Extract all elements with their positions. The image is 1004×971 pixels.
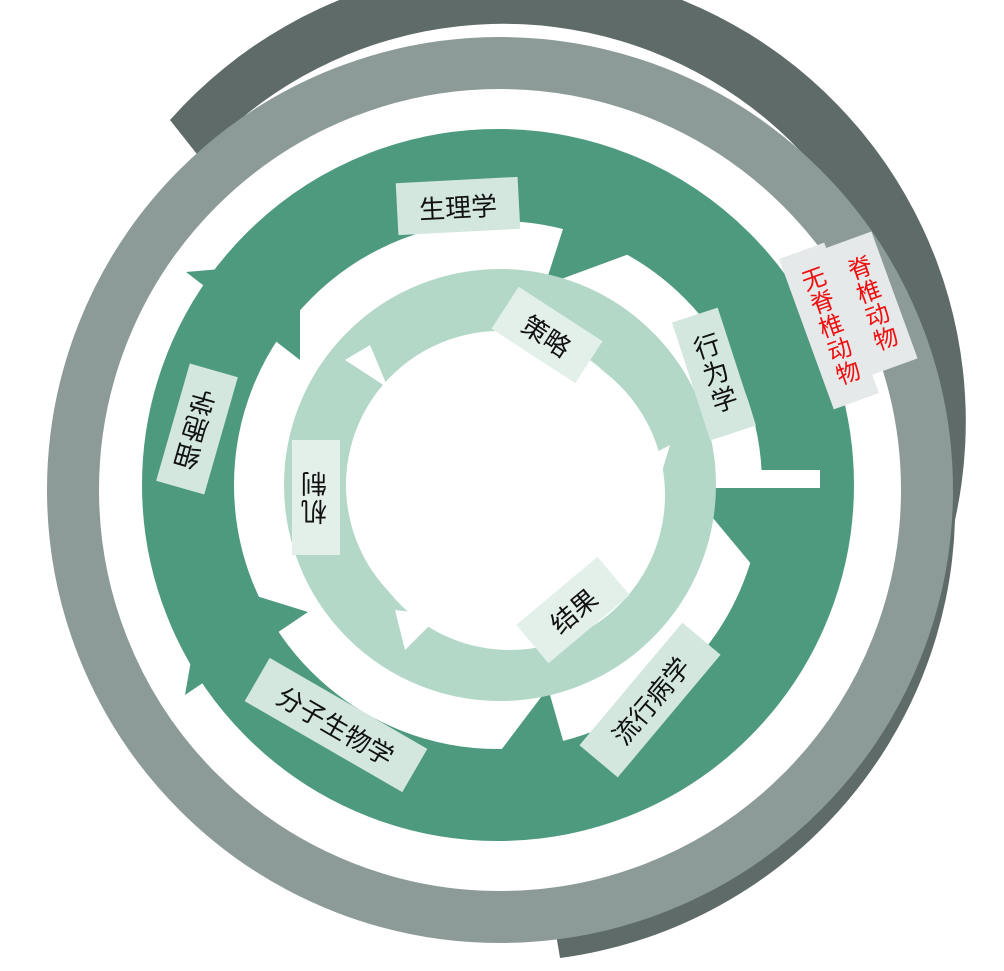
- label-physiology: 生理学: [395, 176, 521, 236]
- green-arrowheads: [185, 145, 838, 828]
- outer-light-ring: [47, 37, 953, 943]
- label-mechanism: 机制: [292, 440, 340, 555]
- outer-dark-arc: [170, 0, 966, 958]
